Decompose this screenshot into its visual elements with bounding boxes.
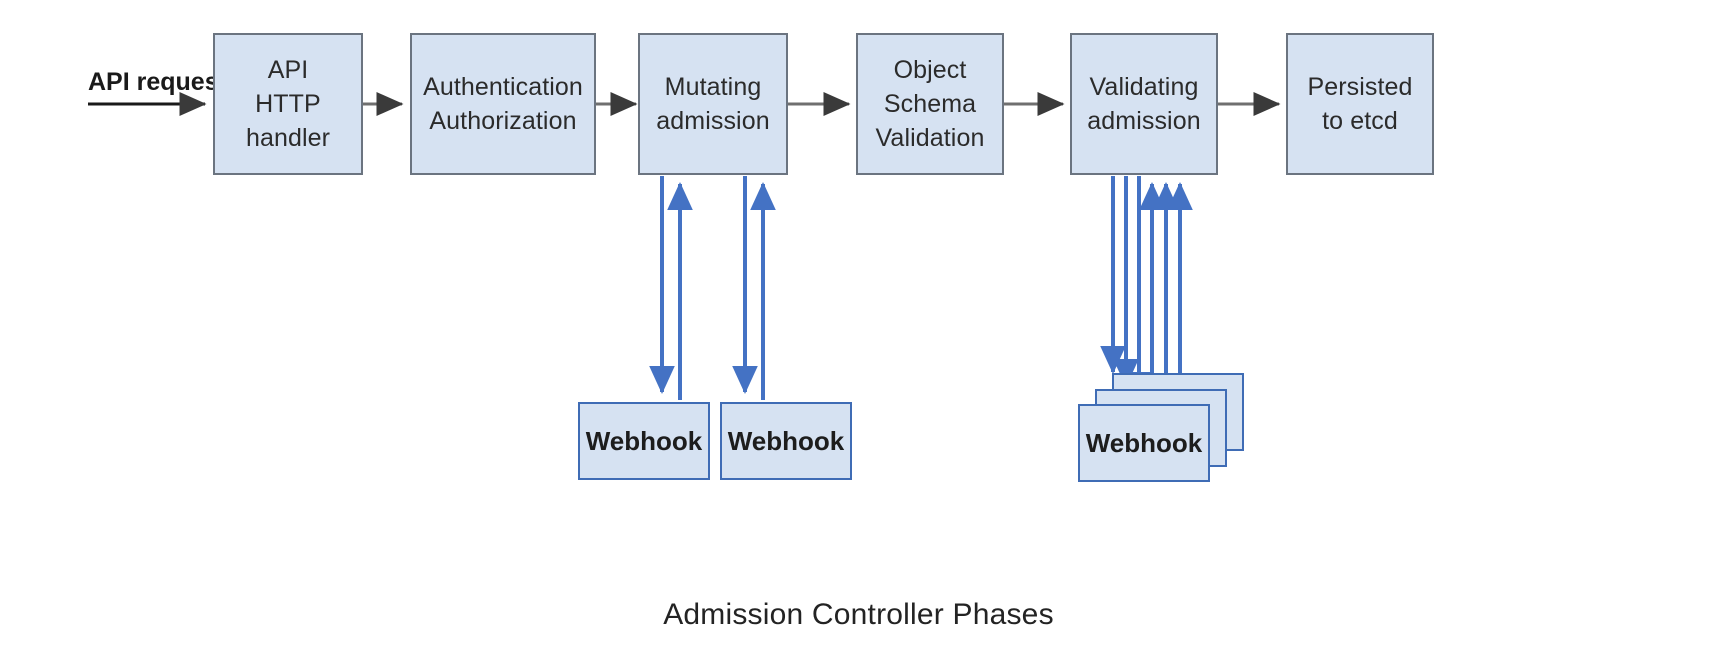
node-authentication-authorization[interactable]: Authentication Authorization xyxy=(410,33,596,175)
node-api-http-handler[interactable]: API HTTP handler xyxy=(213,33,363,175)
node-mutating-admission[interactable]: Mutating admission xyxy=(638,33,788,175)
validating-webhook-request-arrows xyxy=(1100,176,1152,400)
webhook-mutating-1[interactable]: Webhook xyxy=(578,402,710,480)
node-validating-admission[interactable]: Validating admission xyxy=(1070,33,1218,175)
webhook-validating-front[interactable]: Webhook xyxy=(1078,404,1210,482)
node-persisted-to-etcd[interactable]: Persisted to etcd xyxy=(1286,33,1434,175)
webhook-mutating-2[interactable]: Webhook xyxy=(720,402,852,480)
entry-label: API request xyxy=(88,68,227,96)
validating-webhook-response-arrows xyxy=(1139,182,1193,404)
figure-caption: Admission Controller Phases xyxy=(663,598,1054,631)
node-object-schema-validation[interactable]: Object Schema Validation xyxy=(856,33,1004,175)
